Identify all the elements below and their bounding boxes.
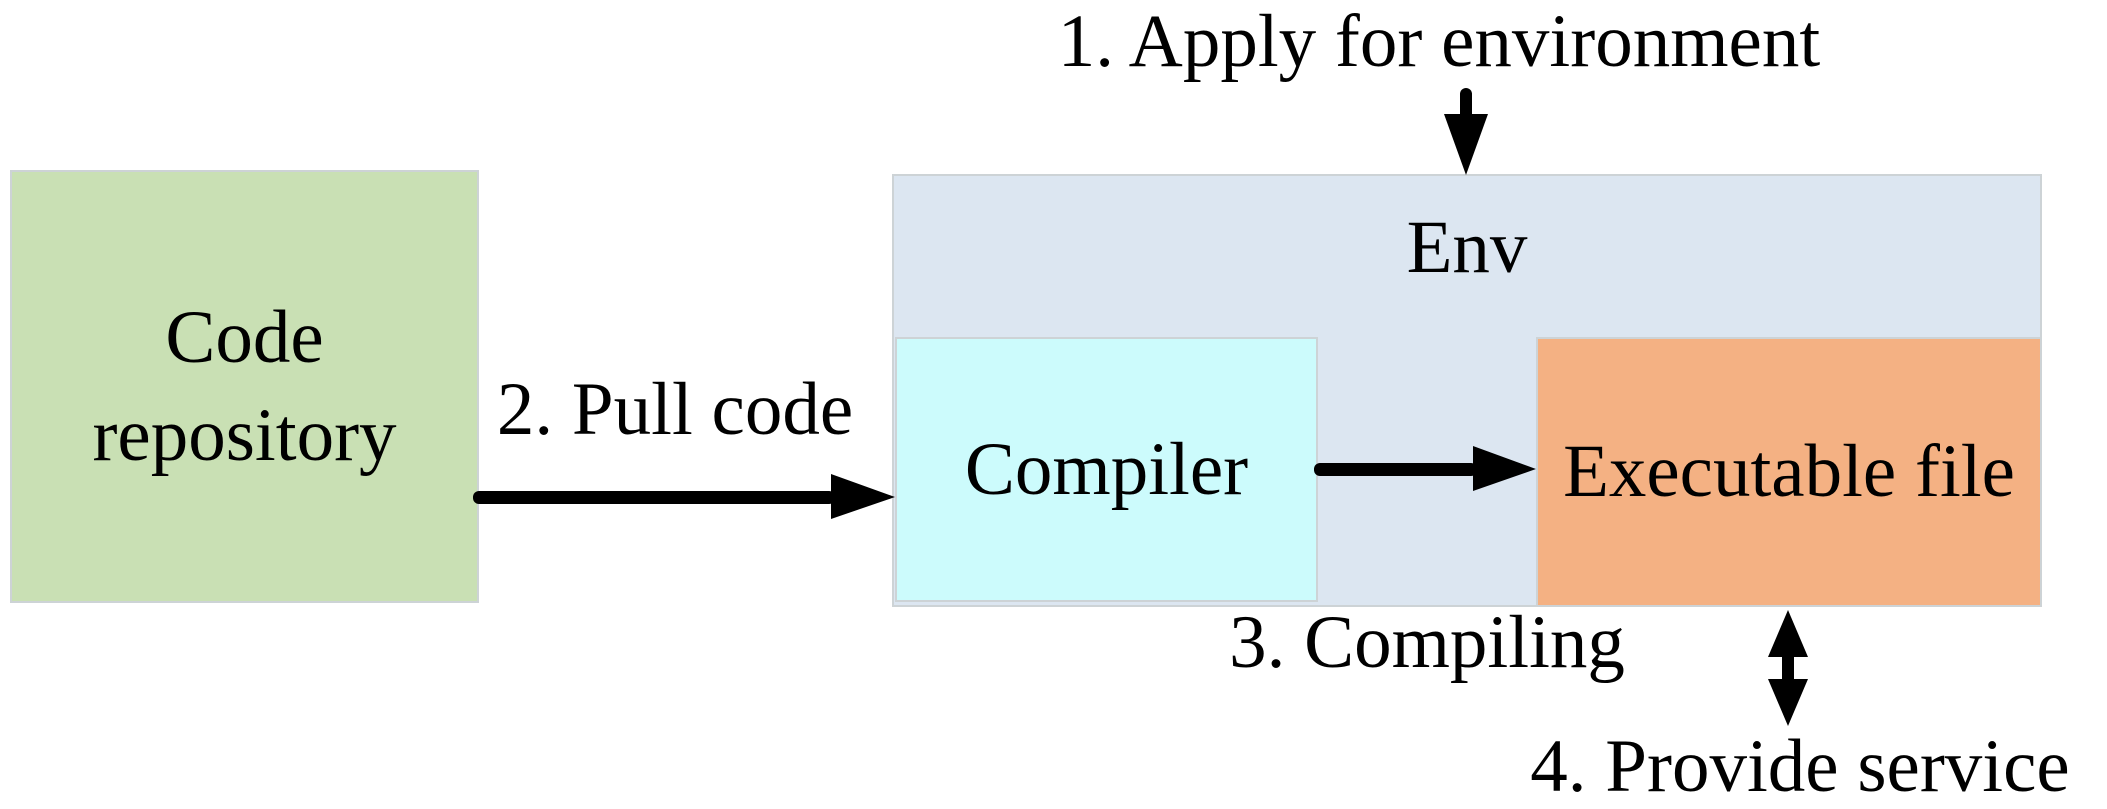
arrow-shaft — [473, 491, 835, 504]
arrow-apply-environment-icon — [1444, 88, 1488, 175]
arrow-head — [1473, 446, 1536, 491]
arrow-pull-code-icon — [473, 474, 895, 519]
node-executable-file-label: Executable file — [1563, 430, 2015, 514]
arrow-shaft — [1782, 649, 1794, 687]
arrow-compiling-icon — [1314, 446, 1536, 491]
node-code-repository-label: Code repository — [92, 296, 397, 477]
arrow-shaft — [1314, 463, 1477, 476]
step4-label: 4. Provide service — [1530, 725, 2070, 808]
node-executable-file: Executable file — [1536, 337, 2042, 607]
arrow-head — [831, 474, 895, 519]
node-compiler-label: Compiler — [964, 427, 1249, 511]
arrow-head-up — [1768, 610, 1808, 657]
node-compiler: Compiler — [895, 337, 1318, 602]
arrow-head — [1444, 114, 1488, 175]
arrow-provide-service-icon — [1768, 610, 1808, 726]
arrow-shaft — [1460, 88, 1472, 120]
node-env-label: Env — [1406, 206, 1528, 289]
step1-label: 1. Apply for environment — [1057, 0, 1821, 83]
node-code-repository: Code repository — [10, 170, 479, 603]
step3-label: 3. Compiling — [1229, 601, 1625, 684]
arrow-head-down — [1768, 679, 1808, 726]
step2-label: 2. Pull code — [496, 368, 854, 451]
